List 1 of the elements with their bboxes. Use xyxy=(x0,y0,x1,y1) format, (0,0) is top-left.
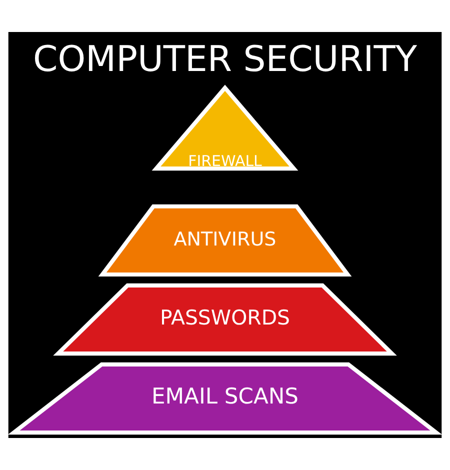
diagram-title: COMPUTER SECURITY xyxy=(32,39,418,80)
